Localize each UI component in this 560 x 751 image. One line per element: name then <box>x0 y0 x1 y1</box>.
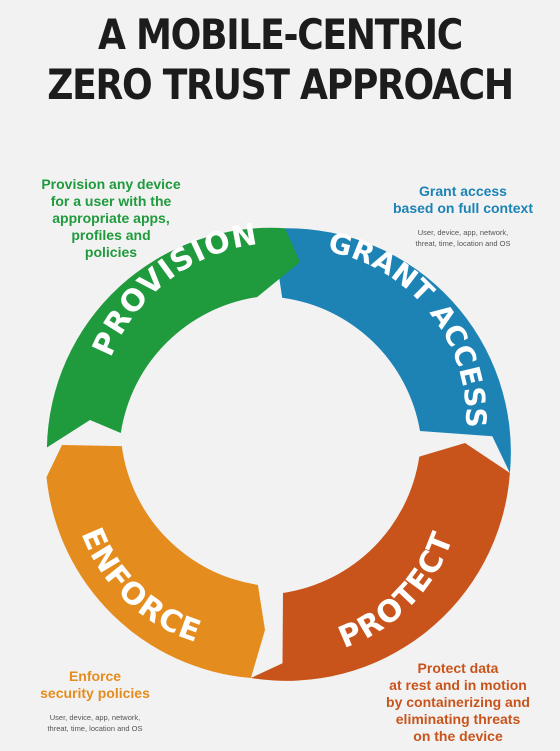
title-line-1: A MOBILE-CENTRIC <box>97 10 463 59</box>
segment-enforce <box>46 445 265 678</box>
segment-protect <box>250 443 510 681</box>
protect-description: Protect data at rest and in motion by co… <box>386 660 530 744</box>
grant-access-description: Grant access based on full context User,… <box>368 183 558 249</box>
grant-access-detail: User, device, app, network, threat, time… <box>415 228 511 248</box>
title-line-2: ZERO TRUST APPROACH <box>47 60 514 109</box>
provision-description: Provision any device for a user with the… <box>41 176 181 260</box>
page-title: A MOBILE-CENTRIC ZERO TRUST APPROACH <box>39 10 521 110</box>
segment-provision <box>46 227 301 448</box>
segment-grant-access <box>275 228 511 473</box>
enforce-detail: User, device, app, network, threat, time… <box>47 713 143 733</box>
enforce-description: Enforce security policies User, device, … <box>2 668 188 734</box>
